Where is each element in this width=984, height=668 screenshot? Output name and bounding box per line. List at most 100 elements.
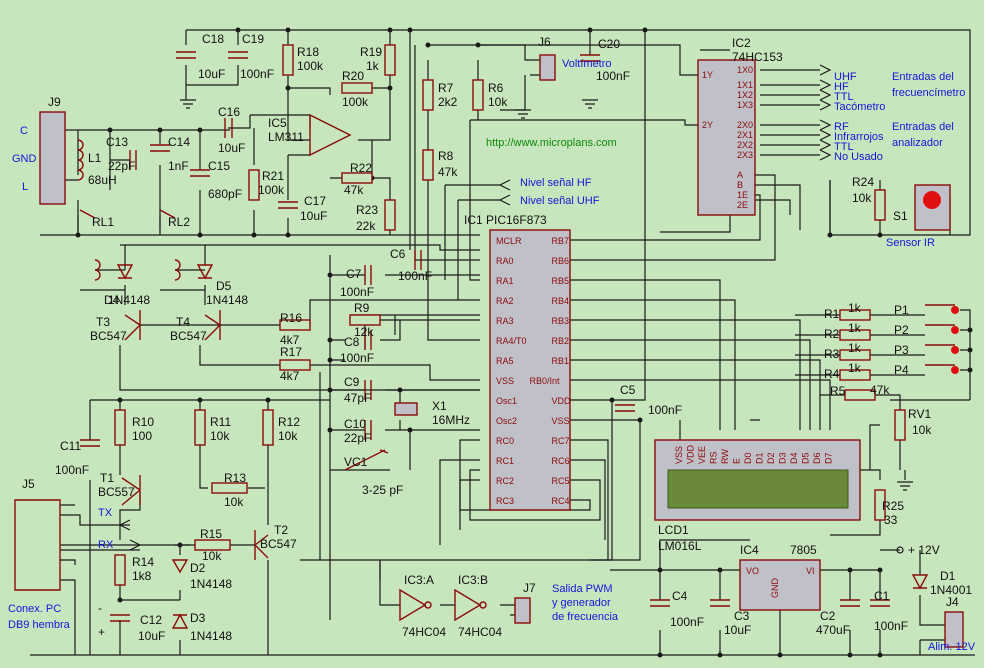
resistor-r3 xyxy=(839,349,871,361)
label-j4: J4 xyxy=(946,595,959,609)
resistor-r18 xyxy=(282,44,294,76)
resistor-r15 xyxy=(194,539,231,551)
resistors xyxy=(114,44,906,586)
annot-tx: TX xyxy=(98,507,113,519)
label-c6: C6 xyxy=(390,247,406,261)
label-c12v: 10uF xyxy=(138,629,165,643)
ic3b-inverter xyxy=(454,588,482,622)
resistor-r4 xyxy=(839,369,871,381)
label-p1: P1 xyxy=(894,303,909,317)
ic2-pin-1y: 1Y xyxy=(702,70,713,80)
ic2-pin-2x3: 2X3 xyxy=(737,150,753,160)
ic5-comparator xyxy=(309,113,352,157)
ic1-pin-osc2: Osc2 xyxy=(496,416,517,426)
label-c7v: 100nF xyxy=(340,285,374,299)
connector-j4 xyxy=(944,611,964,648)
trimmer-vc1 xyxy=(344,449,389,471)
label-l1v: 68uH xyxy=(88,173,117,187)
ic1-pin-ra1: RA1 xyxy=(496,276,514,286)
relay-contacts xyxy=(79,209,176,219)
lcd-pin-d4: D4 xyxy=(789,452,799,464)
ic1-pin-rc7: RC7 xyxy=(552,436,570,446)
grounds xyxy=(180,99,913,491)
label-x1v: 16MHz xyxy=(432,413,470,427)
label-r21: R21 xyxy=(262,169,284,183)
ic1-pin-rb1: RB1 xyxy=(552,356,570,366)
annot-gnd: GND xyxy=(12,153,37,165)
label-c13v: 22pF xyxy=(108,159,135,173)
ic1-pin-ra3: RA3 xyxy=(496,316,514,326)
ic1-right-pins: RB7RB6RB5RB4RB3RB2RB1RB0/IntVDDVSSRC7RC6… xyxy=(530,236,572,506)
label-c9v: 47pF xyxy=(344,391,371,405)
semiconductors xyxy=(77,139,955,629)
lcd-pin-rw: RW xyxy=(720,449,730,464)
annot-conex1: Conex. PC xyxy=(8,603,61,615)
label-s1: S1 xyxy=(893,209,908,223)
ic1-pin-rb3: RB3 xyxy=(552,316,570,326)
lcd-pin-rs: RS xyxy=(709,451,719,464)
label-r24v: 10k xyxy=(852,191,872,205)
resistor-r8 xyxy=(422,149,434,181)
ic2-pin-a: A xyxy=(737,170,743,180)
ic2-pin-1x2: 1X2 xyxy=(737,90,753,100)
label-c1v: 100nF xyxy=(874,619,908,633)
label-r8v: 47k xyxy=(438,165,458,179)
label-c10: C10 xyxy=(344,417,366,431)
ic2-pin-2y: 2Y xyxy=(702,120,713,130)
capacitor-c18 xyxy=(176,51,196,59)
label-r2: R2 xyxy=(824,327,840,341)
capacitor-c4 xyxy=(650,599,670,607)
label-d2: D2 xyxy=(190,561,206,575)
capacitor-c10 xyxy=(364,420,372,440)
label-ic4: IC4 xyxy=(740,543,759,557)
resistor-r25 xyxy=(874,489,886,521)
ic2-pin-2x2: 2X2 xyxy=(737,140,753,150)
label-r18: R18 xyxy=(297,45,319,59)
lcd-pin-d0: D0 xyxy=(743,452,753,464)
resistor-r22 xyxy=(341,172,373,184)
resistor-r6 xyxy=(472,79,484,111)
ic2-pin-2e: 2E xyxy=(737,200,748,210)
label-r14v: 1k8 xyxy=(132,569,152,583)
label-t3v: BC547 xyxy=(90,329,127,343)
lcd-pin-d1: D1 xyxy=(755,452,765,464)
label-t4v: BC547 xyxy=(170,329,207,343)
ic2-pin-2x0: 2X0 xyxy=(737,120,753,130)
annot-infrarrojos: Infrarrojos xyxy=(834,131,884,143)
ic2-pin-2x1: 2X1 xyxy=(737,130,753,140)
label-c14: C14 xyxy=(168,135,190,149)
label-c2v: 470uF xyxy=(816,623,850,637)
capacitor-c11 xyxy=(80,439,100,447)
label-d1: D1 xyxy=(940,569,956,583)
label-c4v: 100nF xyxy=(670,615,704,629)
capacitors xyxy=(80,51,890,622)
ic2-pin-1x1: 1X1 xyxy=(737,80,753,90)
resistor-r9 xyxy=(349,314,381,326)
ic1-pin-rb0int: RB0/Int xyxy=(530,376,561,386)
transistors-t1-t2 xyxy=(121,475,269,560)
label-d3: D3 xyxy=(190,611,206,625)
annot-plus12: + 12V xyxy=(908,543,940,557)
annotations: C GND L Voltímetro http://www.microplans… xyxy=(8,58,976,653)
label-r11v: 10k xyxy=(210,429,230,443)
crystal-x1 xyxy=(394,402,418,416)
label-r23: R23 xyxy=(356,203,378,217)
capacitor-c9 xyxy=(364,380,372,400)
input-arrows xyxy=(118,64,904,554)
ic1-pin-rc0: RC0 xyxy=(496,436,514,446)
resistor-r23 xyxy=(384,199,396,231)
lcd-pin-d6: D6 xyxy=(812,452,822,464)
label-c16: C16 xyxy=(218,105,240,119)
label-c2: C2 xyxy=(820,609,836,623)
lcd-pin-vdd: VDD xyxy=(686,444,696,464)
label-p3: P3 xyxy=(894,343,909,357)
label-x1: X1 xyxy=(432,399,447,413)
pushbuttons xyxy=(925,304,955,366)
label-r11: R11 xyxy=(210,415,231,429)
junctions xyxy=(75,27,973,658)
label-ic2v: 74HC153 xyxy=(732,50,783,64)
label-r10: R10 xyxy=(132,415,154,429)
label-ic3bv: 74HC04 xyxy=(458,625,502,639)
annot-entradas-frec1: Entradas del xyxy=(892,71,954,83)
